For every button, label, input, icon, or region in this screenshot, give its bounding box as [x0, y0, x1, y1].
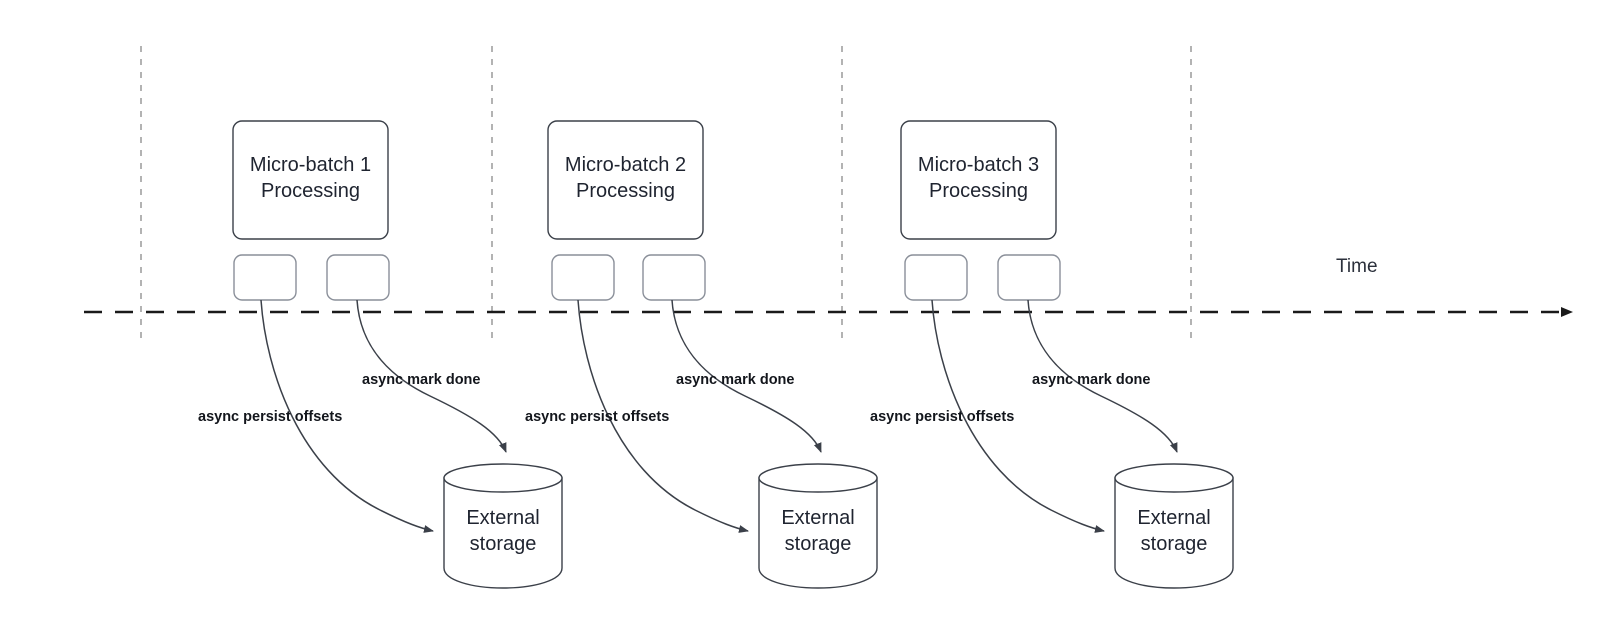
micro-batch-3-mark-done-edge	[1027, 299, 1178, 453]
micro-batch-1-mark-done-edge	[356, 299, 507, 453]
time-axis-label: Time	[1336, 256, 1378, 277]
micro-batch-3-task-box-2[interactable]	[997, 254, 1061, 301]
micro-batch-1-task-box-1[interactable]	[233, 254, 297, 301]
micro-batch-3-persist-offsets-edge	[931, 299, 1105, 533]
external-storage-1-cylinder[interactable]	[443, 463, 563, 589]
micro-batch-2-box[interactable]	[547, 120, 704, 240]
micro-batch-2-persist-offsets-edge	[577, 299, 749, 533]
micro-batch-1-group	[232, 120, 563, 589]
micro-batch-2-persist-offsets-label: async persist offsets	[525, 409, 670, 425]
micro-batch-1-mark-done-label: async mark done	[362, 372, 481, 388]
micro-batch-1-persist-offsets-edge	[260, 299, 434, 533]
micro-batch-1-box[interactable]	[232, 120, 389, 240]
micro-batch-3-persist-offsets-label: async persist offsets	[870, 409, 1015, 425]
micro-batch-3-group	[900, 120, 1234, 589]
micro-batch-3-box[interactable]	[900, 120, 1057, 240]
micro-batch-1-task-box-2[interactable]	[326, 254, 390, 301]
external-storage-3-cylinder[interactable]	[1114, 463, 1234, 589]
external-storage-2-cylinder[interactable]	[758, 463, 878, 589]
micro-batch-2-mark-done-label: async mark done	[676, 372, 795, 388]
micro-batch-2-task-box-2[interactable]	[642, 254, 706, 301]
micro-batch-2-task-box-1[interactable]	[551, 254, 615, 301]
micro-batch-2-mark-done-edge	[671, 299, 822, 453]
batch-boundary-lines	[140, 46, 1192, 341]
micro-batch-3-task-box-1[interactable]	[904, 254, 968, 301]
micro-batch-1-persist-offsets-label: async persist offsets	[198, 409, 343, 425]
micro-batch-3-mark-done-label: async mark done	[1032, 372, 1151, 388]
micro-batch-2-group	[547, 120, 878, 589]
